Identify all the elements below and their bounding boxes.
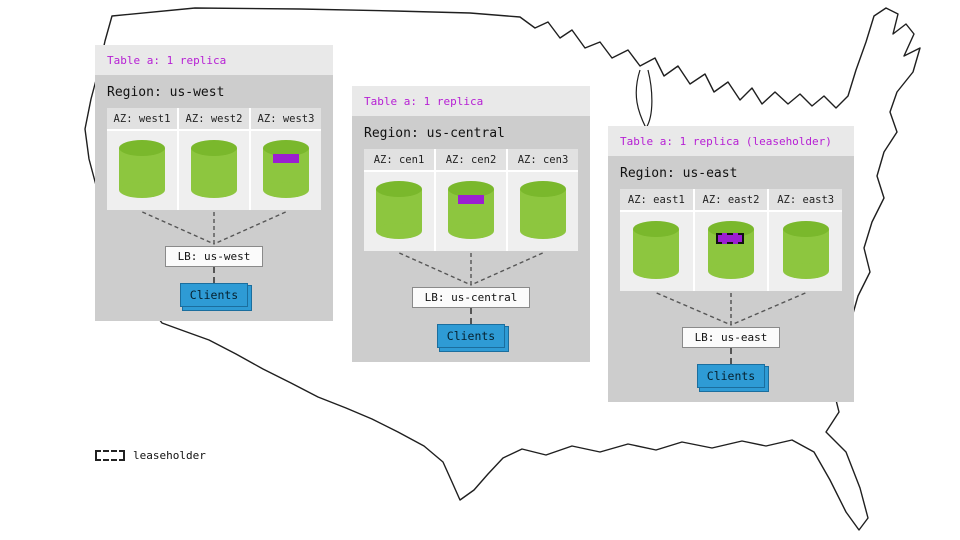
table-replica-title: Table a: 1 replica: [95, 45, 333, 75]
connector-lines: [656, 292, 806, 326]
region-label: Region: us-east: [620, 166, 738, 181]
table-replica-title: Table a: 1 replica: [352, 86, 590, 116]
load-balancer-box: LB: us-west: [164, 246, 264, 267]
az-column: AZ: west1: [107, 108, 177, 210]
replica-range-marker: [273, 154, 299, 163]
table-replica-title: Table a: 1 replica (leaseholder): [608, 126, 854, 156]
region-panel-us-west: Table a: 1 replica Region: us-west AZ: w…: [95, 45, 333, 321]
clients-box: Clients: [437, 324, 505, 348]
az-column: AZ: cen1: [364, 149, 434, 251]
az-column: AZ: cen2: [434, 149, 506, 251]
az-label: AZ: cen1: [364, 149, 434, 172]
az-label: AZ: cen3: [508, 149, 578, 172]
replica-range-marker: [458, 195, 484, 204]
az-label: AZ: west2: [179, 108, 249, 131]
leaseholder-swatch-icon: [95, 450, 125, 461]
clients-box: Clients: [180, 283, 248, 307]
az-label: AZ: east2: [694, 189, 768, 212]
az-label: AZ: east1: [620, 189, 693, 212]
database-cylinder-icon: [119, 140, 165, 198]
az-column: AZ: east1: [620, 189, 693, 291]
az-column: AZ: east2: [692, 189, 768, 291]
connector-lines: [142, 211, 286, 245]
az-column: AZ: east3: [767, 189, 843, 291]
az-label: AZ: cen2: [436, 149, 506, 172]
legend: leaseholder: [95, 449, 206, 462]
region-panel-us-central: Table a: 1 replica Region: us-central AZ…: [352, 86, 590, 362]
az-label: AZ: east3: [769, 189, 843, 212]
connector-lines: [399, 252, 543, 286]
load-balancer-box: LB: us-east: [681, 327, 781, 348]
az-column: AZ: west2: [177, 108, 249, 210]
region-label: Region: us-west: [107, 85, 225, 100]
database-cylinder-icon: [191, 140, 237, 198]
cylinder-top: [119, 140, 165, 156]
az-label: AZ: west1: [107, 108, 177, 131]
database-cylinder-icon: [376, 181, 422, 239]
region-body: Region: us-central AZ: cen1 AZ: cen2: [352, 116, 590, 362]
database-cylinder-icon: [448, 181, 494, 239]
legend-label: leaseholder: [133, 449, 206, 462]
clients-box: Clients: [697, 364, 765, 388]
database-cylinder-icon: [708, 221, 754, 279]
region-body: Region: us-east AZ: east1 AZ: east2: [608, 156, 854, 402]
database-cylinder-icon: [520, 181, 566, 239]
lb-clients-connector: [730, 348, 732, 364]
load-balancer-box: LB: us-central: [411, 287, 531, 308]
leaseholder-range-marker: [716, 233, 744, 244]
lb-clients-connector: [213, 267, 215, 283]
lb-clients-connector: [470, 308, 472, 324]
az-box: AZ: east1 AZ: east2: [620, 189, 843, 291]
az-column: AZ: west3: [249, 108, 321, 210]
az-box: AZ: west1 AZ: west2: [107, 108, 321, 210]
database-cylinder-icon: [633, 221, 680, 279]
region-body: Region: us-west AZ: west1 AZ: west2: [95, 75, 333, 321]
az-box: AZ: cen1 AZ: cen2: [364, 149, 578, 251]
database-cylinder-icon: [782, 221, 829, 279]
az-column: AZ: cen3: [506, 149, 578, 251]
region-label: Region: us-central: [364, 126, 505, 141]
az-label: AZ: west3: [251, 108, 321, 131]
region-panel-us-east: Table a: 1 replica (leaseholder) Region:…: [608, 126, 854, 402]
database-cylinder-icon: [263, 140, 309, 198]
